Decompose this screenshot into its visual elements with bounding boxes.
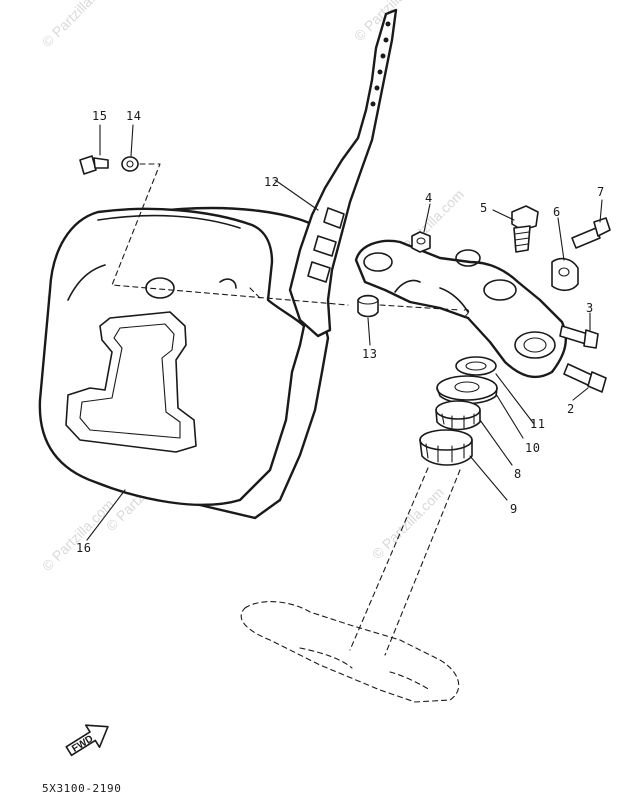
nut-4 bbox=[411, 231, 431, 253]
callout-4: 4 bbox=[425, 191, 433, 205]
callout-3: 3 bbox=[586, 301, 594, 315]
clamp-6 bbox=[551, 257, 579, 292]
seal-11 bbox=[455, 356, 497, 376]
plate-bracket bbox=[288, 8, 398, 338]
watermark: © Partzilla.com bbox=[39, 0, 117, 50]
bolt-2 bbox=[563, 363, 607, 393]
bolt-3 bbox=[559, 325, 599, 349]
callout-8: 8 bbox=[514, 467, 522, 481]
callout-6: 6 bbox=[553, 205, 561, 219]
callout-11: 11 bbox=[530, 417, 545, 431]
bolt-5 bbox=[511, 205, 539, 253]
under-bracket bbox=[240, 467, 461, 703]
callout-2: 2 bbox=[463, 307, 471, 321]
callout-12: 12 bbox=[264, 175, 279, 189]
callout-10: 10 bbox=[525, 441, 540, 455]
bearing-8 bbox=[435, 400, 481, 431]
upper-bracket bbox=[354, 239, 567, 379]
callout-5: 5 bbox=[480, 201, 488, 215]
callout-16: 16 bbox=[76, 541, 91, 555]
cover-10 bbox=[436, 375, 498, 405]
watermark: © Partzilla.com bbox=[369, 484, 447, 562]
callouts: 2 2 3 4 5 6 7 8 9 10 11 12 13 14 15 16 bbox=[76, 109, 605, 555]
callout-13: 13 bbox=[362, 347, 377, 361]
fwd-arrow: FWD bbox=[65, 724, 109, 757]
callout-7: 7 bbox=[597, 185, 605, 199]
bearing-9 bbox=[419, 429, 473, 466]
leader-lines bbox=[86, 124, 603, 541]
callout-14: 14 bbox=[126, 109, 141, 123]
bolt-7 bbox=[571, 217, 611, 249]
drawing-code: 5X3100-2190 bbox=[42, 782, 121, 795]
callout-9: 9 bbox=[510, 502, 518, 516]
callout-15: 15 bbox=[92, 109, 107, 123]
washer-14 bbox=[121, 156, 139, 172]
bolt-15 bbox=[79, 155, 109, 175]
watermark: © Partzilla.com bbox=[39, 496, 117, 574]
number-plate bbox=[38, 206, 334, 520]
callout-2: 2 bbox=[567, 402, 575, 416]
collar-13 bbox=[357, 294, 379, 318]
